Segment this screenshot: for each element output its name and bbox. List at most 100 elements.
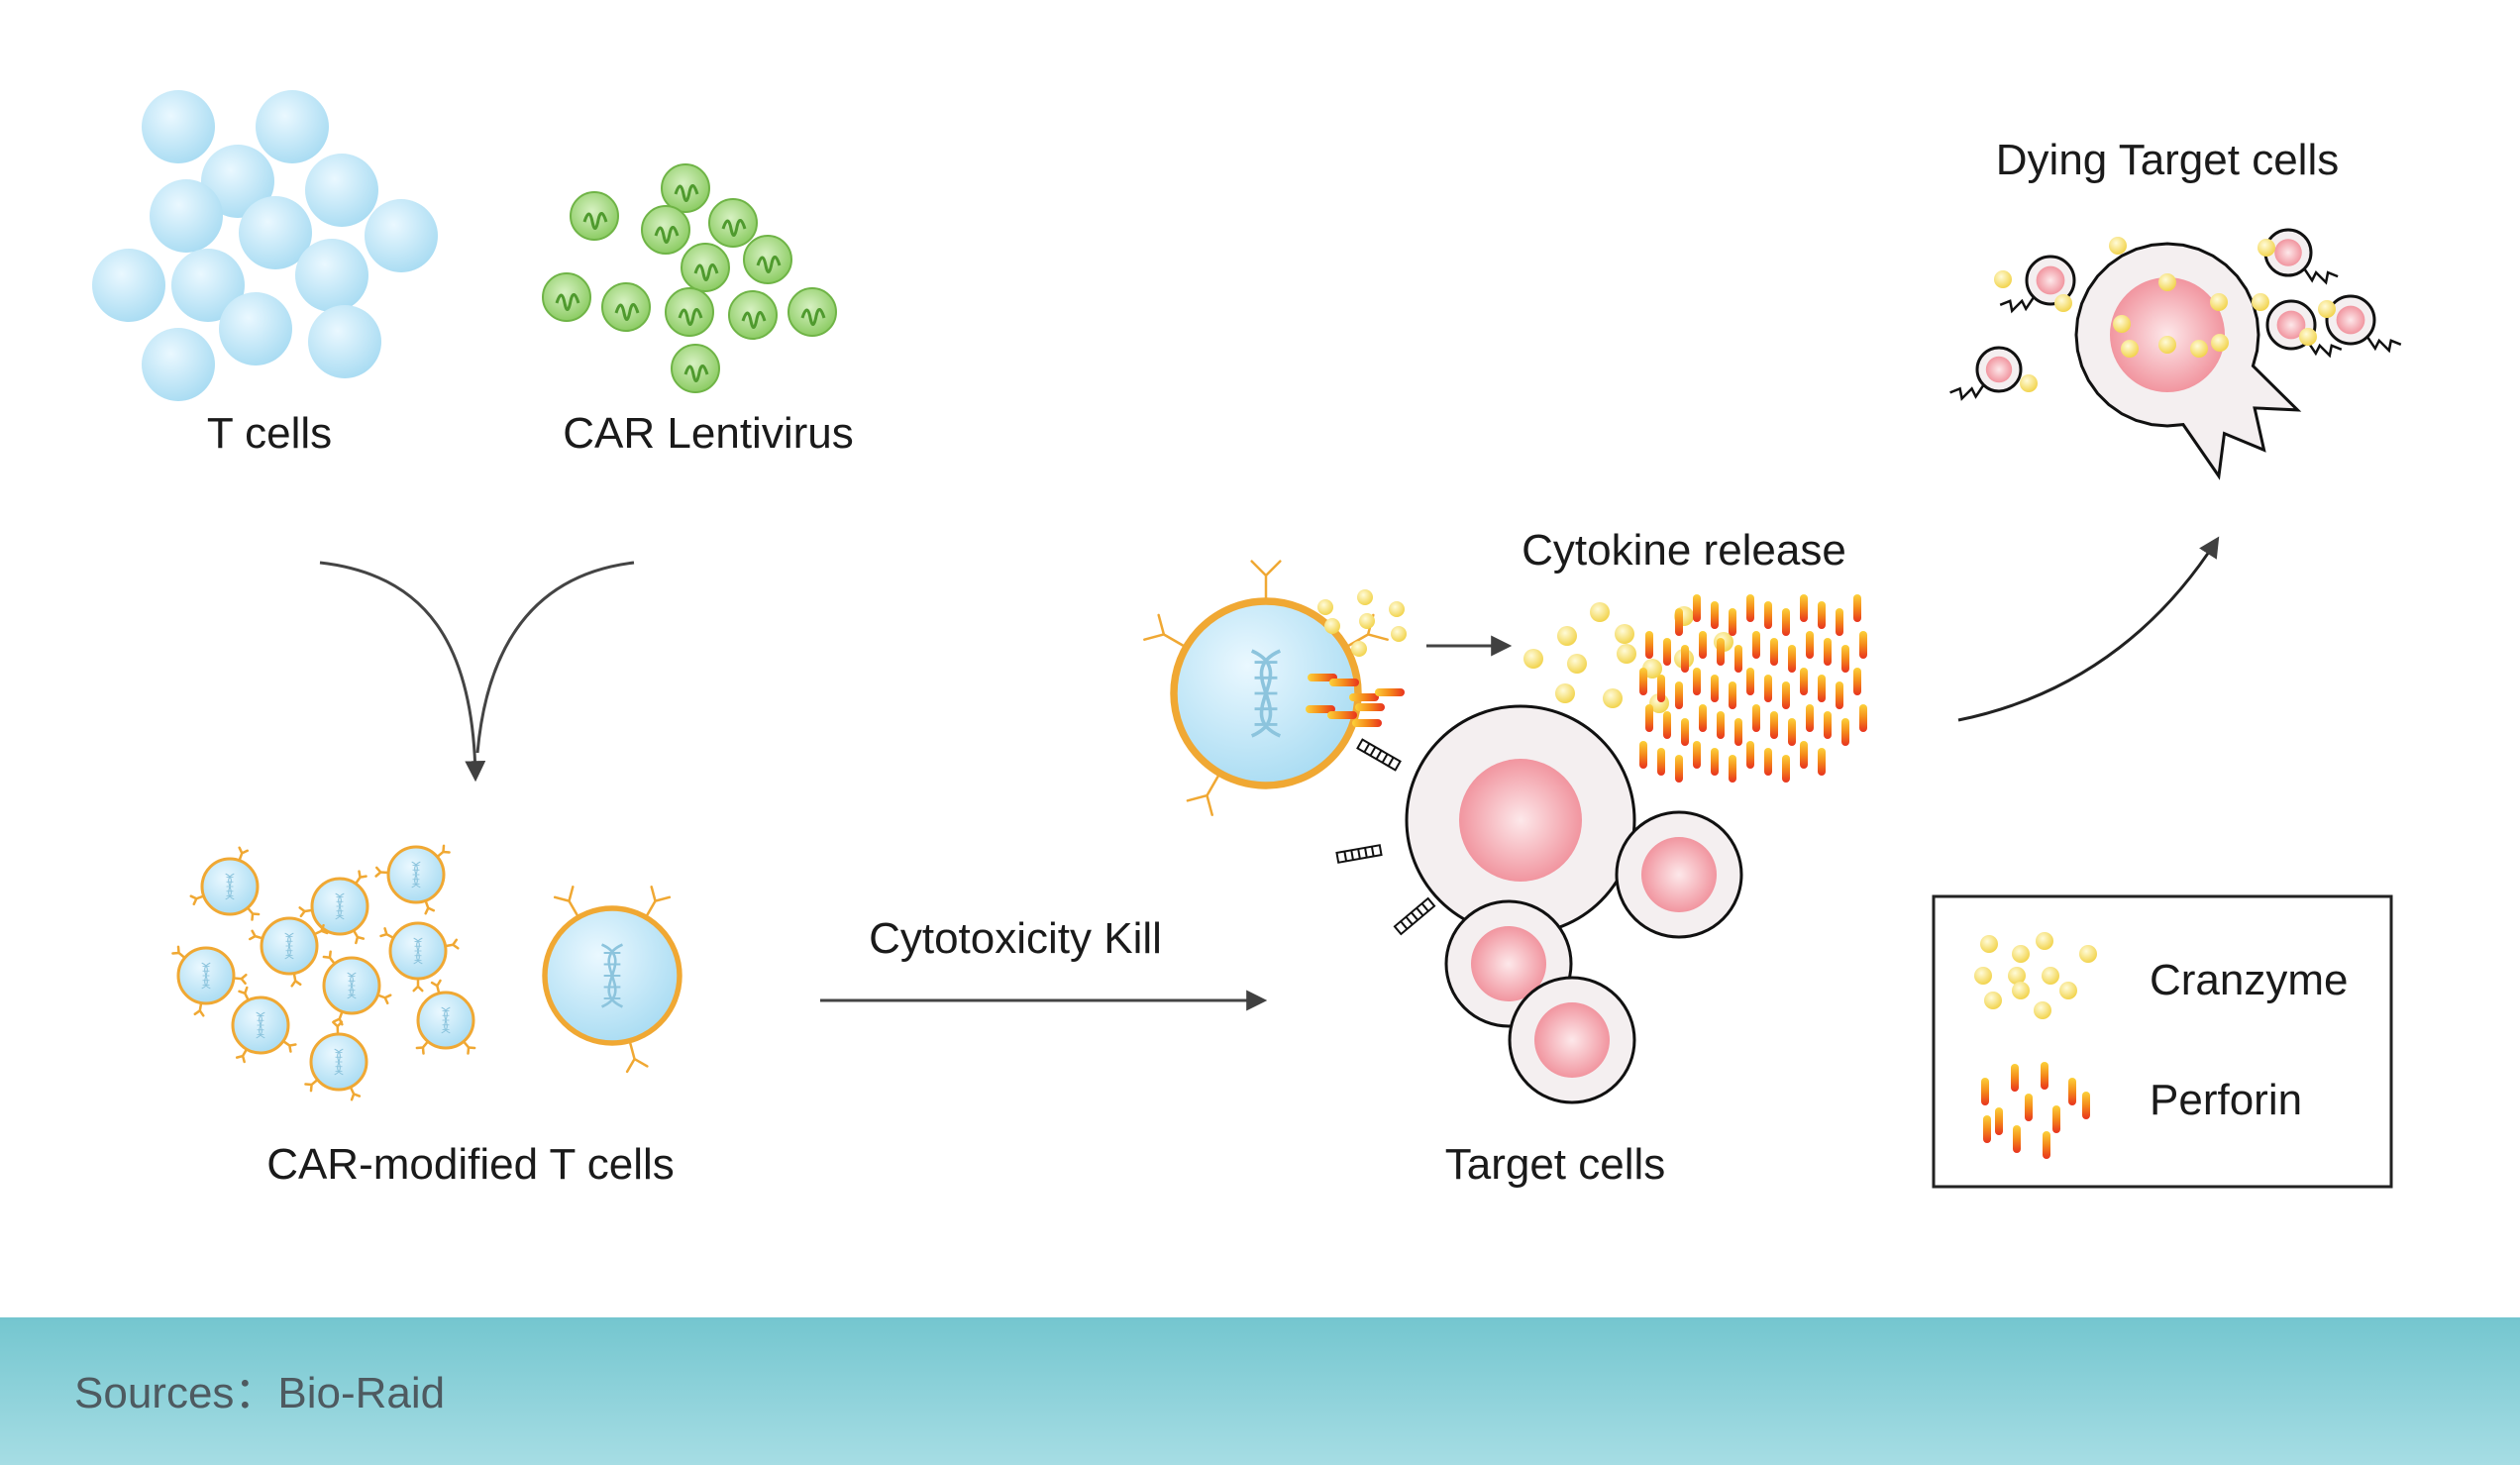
perforin-icon [1663, 638, 1671, 666]
target-nucleus [1534, 1002, 1610, 1078]
car-lentivirus-label: CAR Lentivirus [563, 409, 853, 458]
granzyme-icon [2109, 237, 2127, 255]
granzyme-icon [1557, 626, 1577, 646]
perforin-icon [2013, 1125, 2021, 1153]
granzyme-icon [1391, 626, 1407, 642]
perforin-icon [1746, 741, 1754, 769]
granzyme-icon [1523, 649, 1543, 669]
granzyme-icon [1357, 589, 1373, 605]
target-cell [1405, 704, 1636, 936]
target-nucleus [1471, 926, 1546, 1001]
perforin-icon [1806, 704, 1814, 732]
perforin-icon [1983, 1115, 1991, 1143]
perforin-icon [1645, 631, 1653, 659]
perforin-icon [1782, 755, 1790, 783]
dying-target-cell-small [1999, 255, 2076, 314]
perforin-icon [1764, 601, 1772, 629]
perforin-icon [1681, 645, 1689, 673]
perforin-icon [1734, 718, 1742, 746]
antigen-icon [1335, 844, 1383, 864]
granzyme-icon [1980, 935, 1998, 953]
lentivirus-particle [681, 243, 730, 292]
granzyme-icon [2121, 340, 2139, 358]
granzyme-icon [2034, 1001, 2051, 1019]
cytotoxicity-kill-label: Cytotoxicity Kill [869, 914, 1162, 963]
perforin-icon [1681, 718, 1689, 746]
granzyme-icon [2258, 239, 2275, 257]
lentivirus-particle [570, 191, 619, 241]
perforin-icon [1824, 638, 1832, 666]
dying-target-cells-label: Dying Target cells [1996, 136, 2339, 184]
target-cell [1508, 976, 1636, 1104]
perforin-icon [1693, 668, 1701, 695]
t-cell [92, 249, 165, 322]
granzyme-icon [1615, 624, 1634, 644]
granzyme-icon [1590, 602, 1610, 622]
car-t-cells-cluster [171, 844, 476, 1101]
lentivirus-particle [601, 282, 651, 332]
perforin-icon [1782, 608, 1790, 636]
perforin-icon [1752, 704, 1760, 732]
granzyme-icon [1994, 270, 2012, 288]
t-cell [171, 249, 245, 322]
target-nucleus [2110, 277, 2225, 392]
dying-arrow [1957, 536, 2220, 722]
t-cell [142, 90, 215, 163]
target-nucleus [1641, 837, 1717, 912]
perforin-icon [1645, 704, 1653, 732]
granzyme-icon [2158, 336, 2176, 354]
car-t-cell-attacking [1143, 560, 1407, 816]
perforin-icon [2043, 1131, 2050, 1159]
perforin-icon [1752, 631, 1760, 659]
perforin-icon [1717, 711, 1725, 739]
perforin-icon [1770, 711, 1778, 739]
granzyme-icon [1351, 641, 1367, 657]
granzyme-icon [1984, 992, 2002, 1009]
dying-target-cell-small [2263, 228, 2339, 285]
target-nucleus [1459, 759, 1582, 882]
granzyme-icon [2158, 273, 2176, 291]
target-cells-label: Target cells [1445, 1140, 1666, 1189]
granzyme-icon [1603, 688, 1623, 708]
cytokine-cloud [1523, 594, 1867, 783]
perforin-icon [1639, 668, 1647, 695]
perforin-icon [1711, 675, 1719, 702]
granzyme-icon [2210, 293, 2228, 311]
perforin-bars-icon [1981, 1062, 2090, 1159]
granzyme-icon [2318, 300, 2336, 318]
t-cell [305, 154, 378, 227]
granzyme-icon [2012, 945, 2030, 963]
perforin-icon [1699, 631, 1707, 659]
perforin-icon [1657, 675, 1665, 702]
perforin-icon [1327, 711, 1357, 719]
legend: Cranzyme Perforin [1932, 894, 2393, 1189]
t-cell [295, 239, 368, 312]
footer-band: Sources：Bio-Raid [0, 1317, 2520, 1465]
granzyme-icon [1617, 644, 1636, 664]
perforin-icon [1355, 703, 1385, 711]
perforin-icon [1375, 688, 1405, 696]
granzyme-icon [2059, 982, 2077, 999]
car-receptor-icon [1250, 560, 1282, 603]
perforin-icon [1788, 645, 1796, 673]
perforin-icon [1806, 631, 1814, 659]
granzyme-icon [1567, 654, 1587, 674]
car-lentivirus-cluster [542, 163, 837, 393]
t-cell [239, 196, 312, 269]
perforin-icon [1841, 718, 1849, 746]
perforin-icon [1859, 704, 1867, 732]
t-cell [219, 292, 292, 366]
granzyme-icon [2113, 315, 2131, 333]
perforin-icon [1818, 675, 1826, 702]
t-cells-cluster [92, 90, 438, 401]
merge-arrow [319, 561, 635, 783]
perforin-icon [1800, 668, 1808, 695]
dying-target-cell-small [2325, 294, 2402, 354]
perforin-icon [1800, 741, 1808, 769]
cytokine-release-label: Cytokine release [1522, 526, 1846, 575]
perforin-icon [1675, 681, 1683, 709]
sources-text: Sources：Bio-Raid [74, 1369, 446, 1417]
granzyme-dots-icon [1974, 932, 2097, 1019]
antigen-icon [1393, 896, 1436, 936]
